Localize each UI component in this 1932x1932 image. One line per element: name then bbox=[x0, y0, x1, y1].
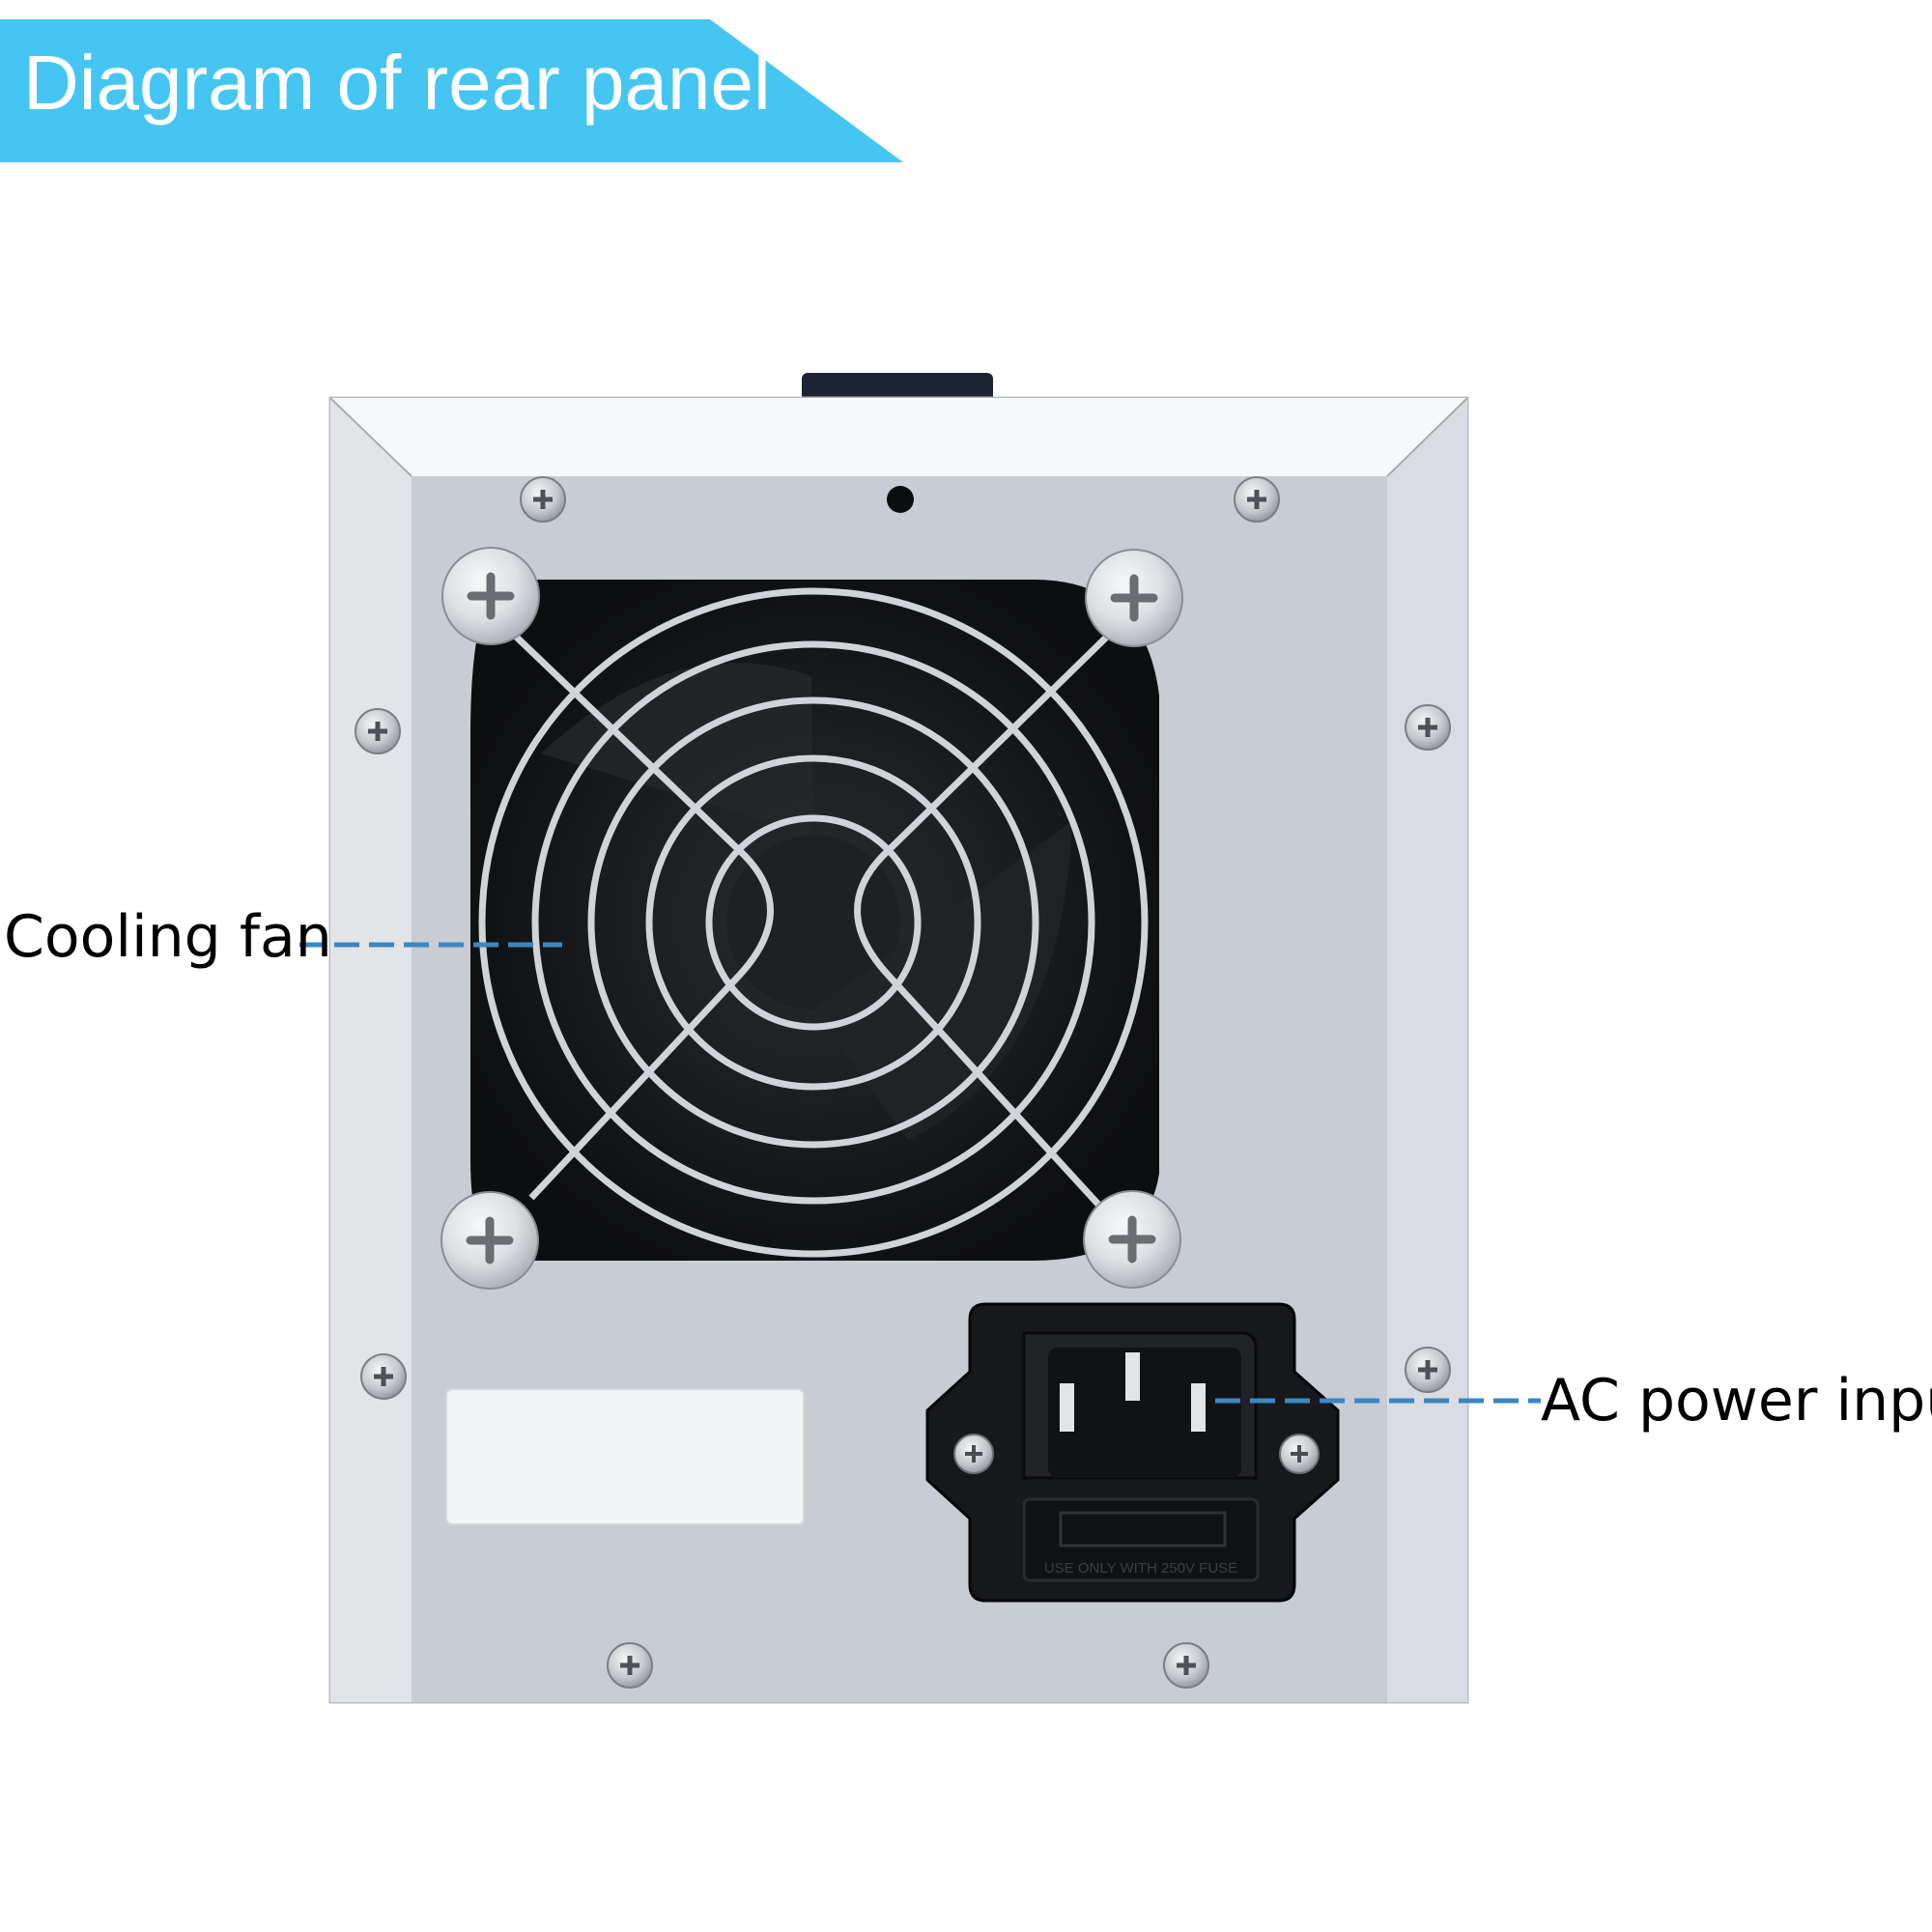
blank-label-sticker bbox=[445, 1388, 805, 1525]
fan-grill bbox=[478, 587, 1149, 1258]
fan-mount-screws bbox=[440, 547, 1183, 1290]
fuse-warning-text: USE ONLY WITH 250V FUSE bbox=[1044, 1560, 1237, 1577]
inlet-pin-right bbox=[1191, 1383, 1206, 1432]
cooling-fan-label: Cooling fan bbox=[4, 903, 332, 971]
ac-power-input-label: AC power input bbox=[1541, 1367, 1932, 1435]
banner-title: Diagram of rear panel bbox=[23, 40, 771, 126]
panel-screws bbox=[355, 476, 1451, 1689]
fuse-drawer bbox=[1022, 1497, 1260, 1582]
top-handle bbox=[802, 373, 993, 402]
vent-hole bbox=[887, 486, 914, 513]
inlet-pin-center bbox=[1125, 1352, 1140, 1401]
inlet-pin-left bbox=[1060, 1383, 1074, 1432]
ac-power-inlet: USE ONLY WITH 250V FUSE bbox=[925, 1302, 1340, 1603]
